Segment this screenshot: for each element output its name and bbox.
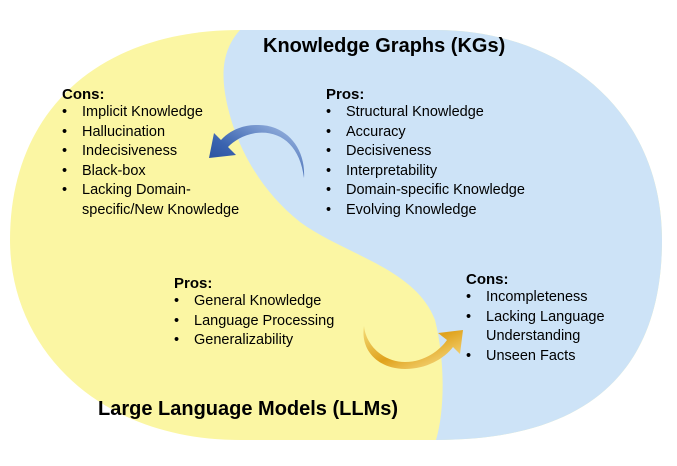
kg-cons-list: Incompleteness Lacking Language Understa… xyxy=(466,288,605,366)
list-item: Lacking Language xyxy=(466,308,605,328)
list-item: Generalizability xyxy=(174,331,334,351)
list-item: General Knowledge xyxy=(174,292,334,312)
list-item: Accuracy xyxy=(326,123,525,143)
llm-pros-list: General Knowledge Language Processing Ge… xyxy=(174,292,334,351)
llm-cons-list: Implicit Knowledge Hallucination Indecis… xyxy=(62,103,239,220)
list-item: Hallucination xyxy=(62,123,239,143)
llm-to-kg-arrow xyxy=(363,326,463,369)
list-item-continuation: Understanding xyxy=(486,328,581,344)
list-item: Indecisiveness xyxy=(62,142,239,162)
list-item: Domain-specific Knowledge xyxy=(326,181,525,201)
list-item: Structural Knowledge xyxy=(326,103,525,123)
kg-cons-heading: Cons: xyxy=(466,271,509,288)
list-item: Lacking Domain- xyxy=(62,181,239,201)
kg-pros-list: Structural Knowledge Accuracy Decisivene… xyxy=(326,103,525,220)
list-item: Evolving Knowledge xyxy=(326,201,525,221)
list-item: Unseen Facts xyxy=(466,347,605,367)
list-item: Black-box xyxy=(62,162,239,182)
llm-pros-heading: Pros: xyxy=(174,275,213,292)
kg-pros-heading: Pros: xyxy=(326,86,365,103)
list-item-continuation: specific/New Knowledge xyxy=(82,201,240,218)
kg-title: Knowledge Graphs (KGs) xyxy=(263,35,506,57)
list-item: Implicit Knowledge xyxy=(62,103,239,123)
list-item: Decisiveness xyxy=(326,142,525,162)
llm-title: Large Language Models (LLMs) xyxy=(98,398,399,420)
list-item: Language Processing xyxy=(174,312,334,332)
list-item: Incompleteness xyxy=(466,288,605,308)
llm-cons-heading: Cons: xyxy=(62,86,105,103)
list-item: Interpretability xyxy=(326,162,525,182)
